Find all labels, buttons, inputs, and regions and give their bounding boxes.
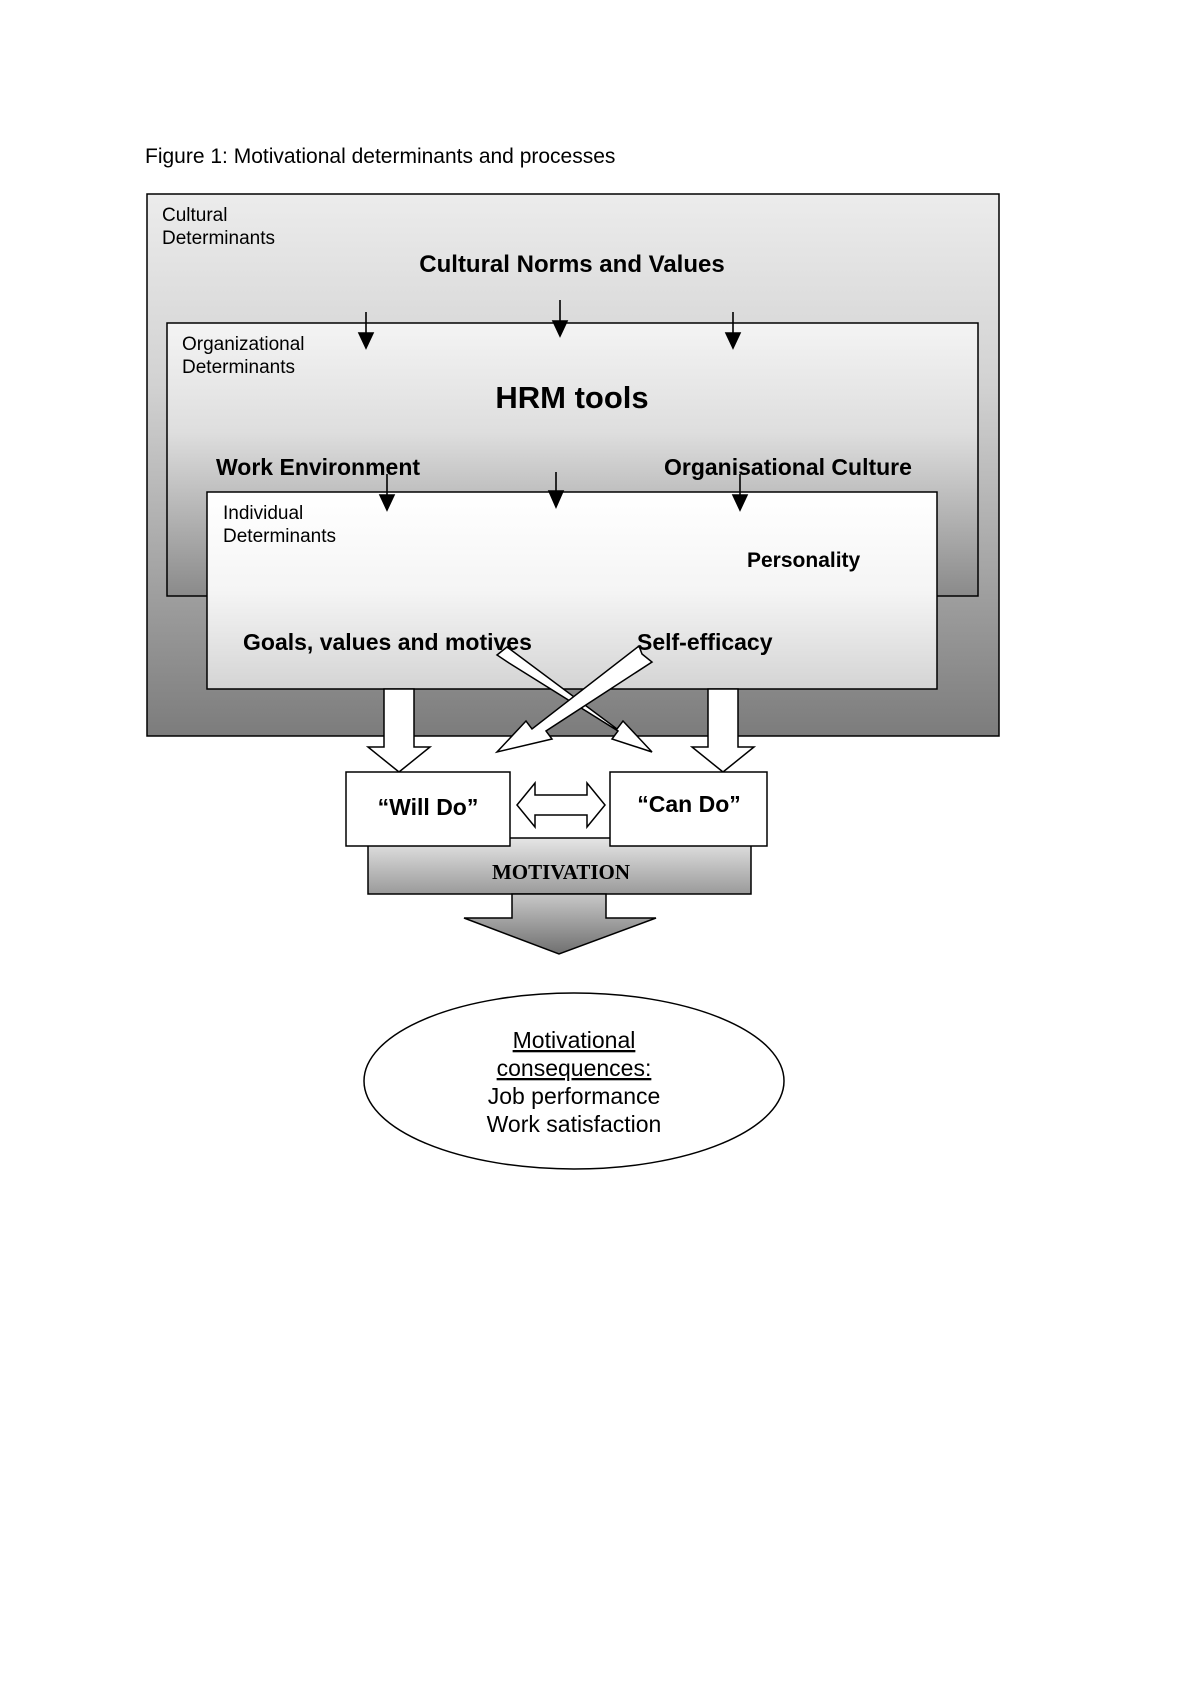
can-do-label: “Can Do”: [637, 791, 741, 817]
consequences-title-line1: Motivational: [513, 1027, 636, 1053]
organizational-to-individual-arrows: [378, 472, 749, 512]
cultural-label-line1: Cultural: [162, 205, 227, 226]
can-do-box: [609, 771, 768, 847]
consequences-title-line2: consequences:: [497, 1055, 652, 1081]
hrm-tools-heading: HRM tools: [495, 380, 648, 415]
consequence-job-performance: Job performance: [488, 1083, 661, 1109]
motivation-band: [367, 837, 752, 895]
consequences-ellipse: [363, 992, 785, 1170]
figure-caption: Figure 1: Motivational determinants and …: [145, 145, 615, 168]
double-headed-arrow: [516, 780, 606, 830]
individual-label-line2: Determinants: [223, 526, 336, 547]
cultural-norms-heading: Cultural Norms and Values: [419, 251, 724, 278]
block-arrow-to-will-do: [365, 688, 433, 773]
cultural-label-line2: Determinants: [162, 228, 275, 249]
individual-determinants-box: [206, 491, 938, 690]
organizational-label-line1: Organizational: [182, 334, 305, 355]
motivation-label: MOTIVATION: [492, 860, 630, 884]
will-do-label: “Will Do”: [378, 794, 479, 820]
self-efficacy-label: Self-efficacy: [637, 629, 773, 655]
personality-label: Personality: [747, 549, 861, 572]
organizational-label-line2: Determinants: [182, 357, 295, 378]
individual-label-line1: Individual: [223, 503, 303, 524]
block-arrow-to-can-do: [689, 688, 757, 773]
cultural-to-organizational-arrows: [357, 300, 742, 350]
will-do-box: [345, 771, 511, 847]
work-environment-label: Work Environment: [216, 454, 420, 480]
crossing-arrows: [494, 644, 654, 754]
motivation-arrow: [463, 893, 657, 955]
goals-values-motives-label: Goals, values and motives: [243, 629, 532, 655]
consequence-work-satisfaction: Work satisfaction: [487, 1111, 662, 1137]
organisational-culture-label: Organisational Culture: [664, 454, 912, 480]
